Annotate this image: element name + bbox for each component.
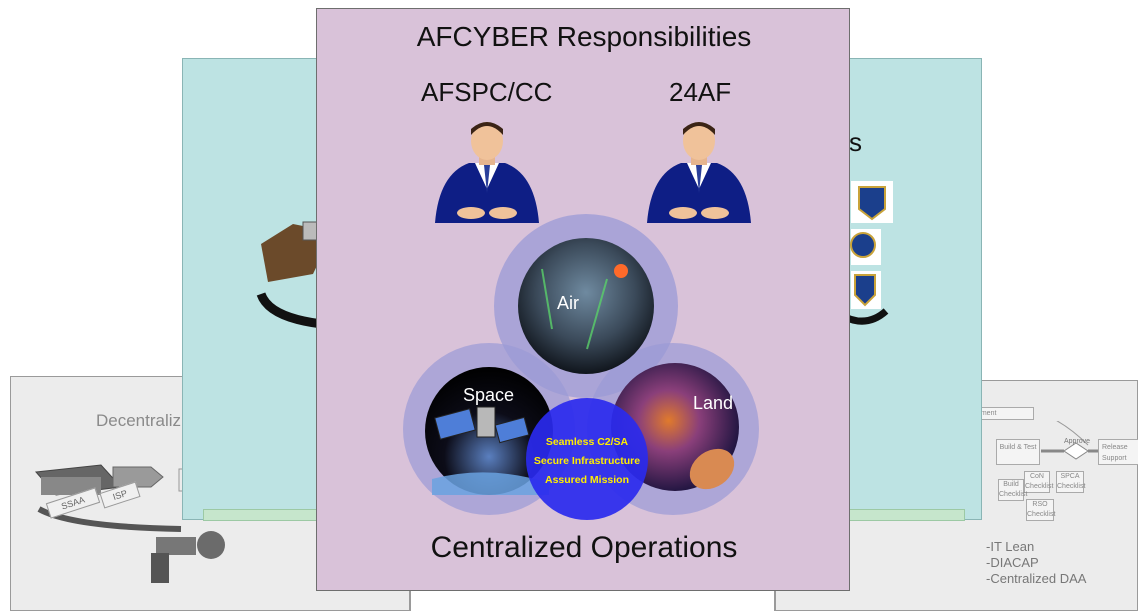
assured-mission-line: Assured Mission (544, 474, 630, 486)
satellite-icon (434, 406, 530, 444)
left-role-label: AFSPC/CC (421, 77, 553, 107)
build-checklist: Build Checklist (998, 479, 1027, 501)
center-overlap-circle (526, 398, 648, 520)
command-emblems-icon (841, 181, 893, 325)
process-flow-arrows (1041, 421, 1098, 460)
back-left-title: Decentraliz (96, 411, 182, 430)
slide-title: AFCYBER Responsibilities (416, 21, 752, 52)
note-centralized-daa: -Centralized DAA (986, 571, 1087, 586)
sun-glow (614, 264, 628, 278)
right-role-label: 24AF (669, 77, 732, 107)
approve-label: Approve (1064, 438, 1091, 445)
land-label: Land (693, 393, 734, 413)
release-support-box: Release Support (1098, 439, 1138, 465)
24af-commander-figure-icon (647, 122, 751, 223)
space-label: Space (463, 385, 515, 405)
centralized-operations-title: Centralized Operations (430, 531, 738, 564)
secure-infrastructure-line: Secure Infrastructure (533, 455, 641, 467)
finger-shape (689, 448, 735, 490)
rso-checklist: RSO Checklist (1026, 499, 1055, 521)
seamless-c2-line: Seamless C2/SA (545, 436, 629, 448)
back-slide-center (410, 590, 775, 611)
center-mission-text: Seamless C2/SA Secure Infrastructure Ass… (525, 433, 649, 490)
earth-horizon (432, 472, 549, 495)
method-notes: -IT Lean -DIACAP -Centralized DAA (986, 539, 1086, 587)
note-it-lean: -IT Lean (986, 539, 1035, 554)
coin-checklist: CoN Checklist (1024, 471, 1053, 493)
air-label: Air (557, 293, 579, 313)
build-test-box: Build & Test (996, 439, 1040, 465)
partial-heading: s (849, 127, 862, 157)
air-domain-image (518, 238, 654, 374)
commander-figure-icon (435, 122, 539, 223)
note-diacap: -DIACAP (986, 555, 1039, 570)
domain-venn-diagram (403, 214, 759, 520)
air-scene-details (541, 268, 608, 350)
spca-checklist: SPCA Checklist (1056, 471, 1085, 493)
front-slide: AFCYBER Responsibilities AFSPC/CC 24AF (316, 8, 850, 591)
